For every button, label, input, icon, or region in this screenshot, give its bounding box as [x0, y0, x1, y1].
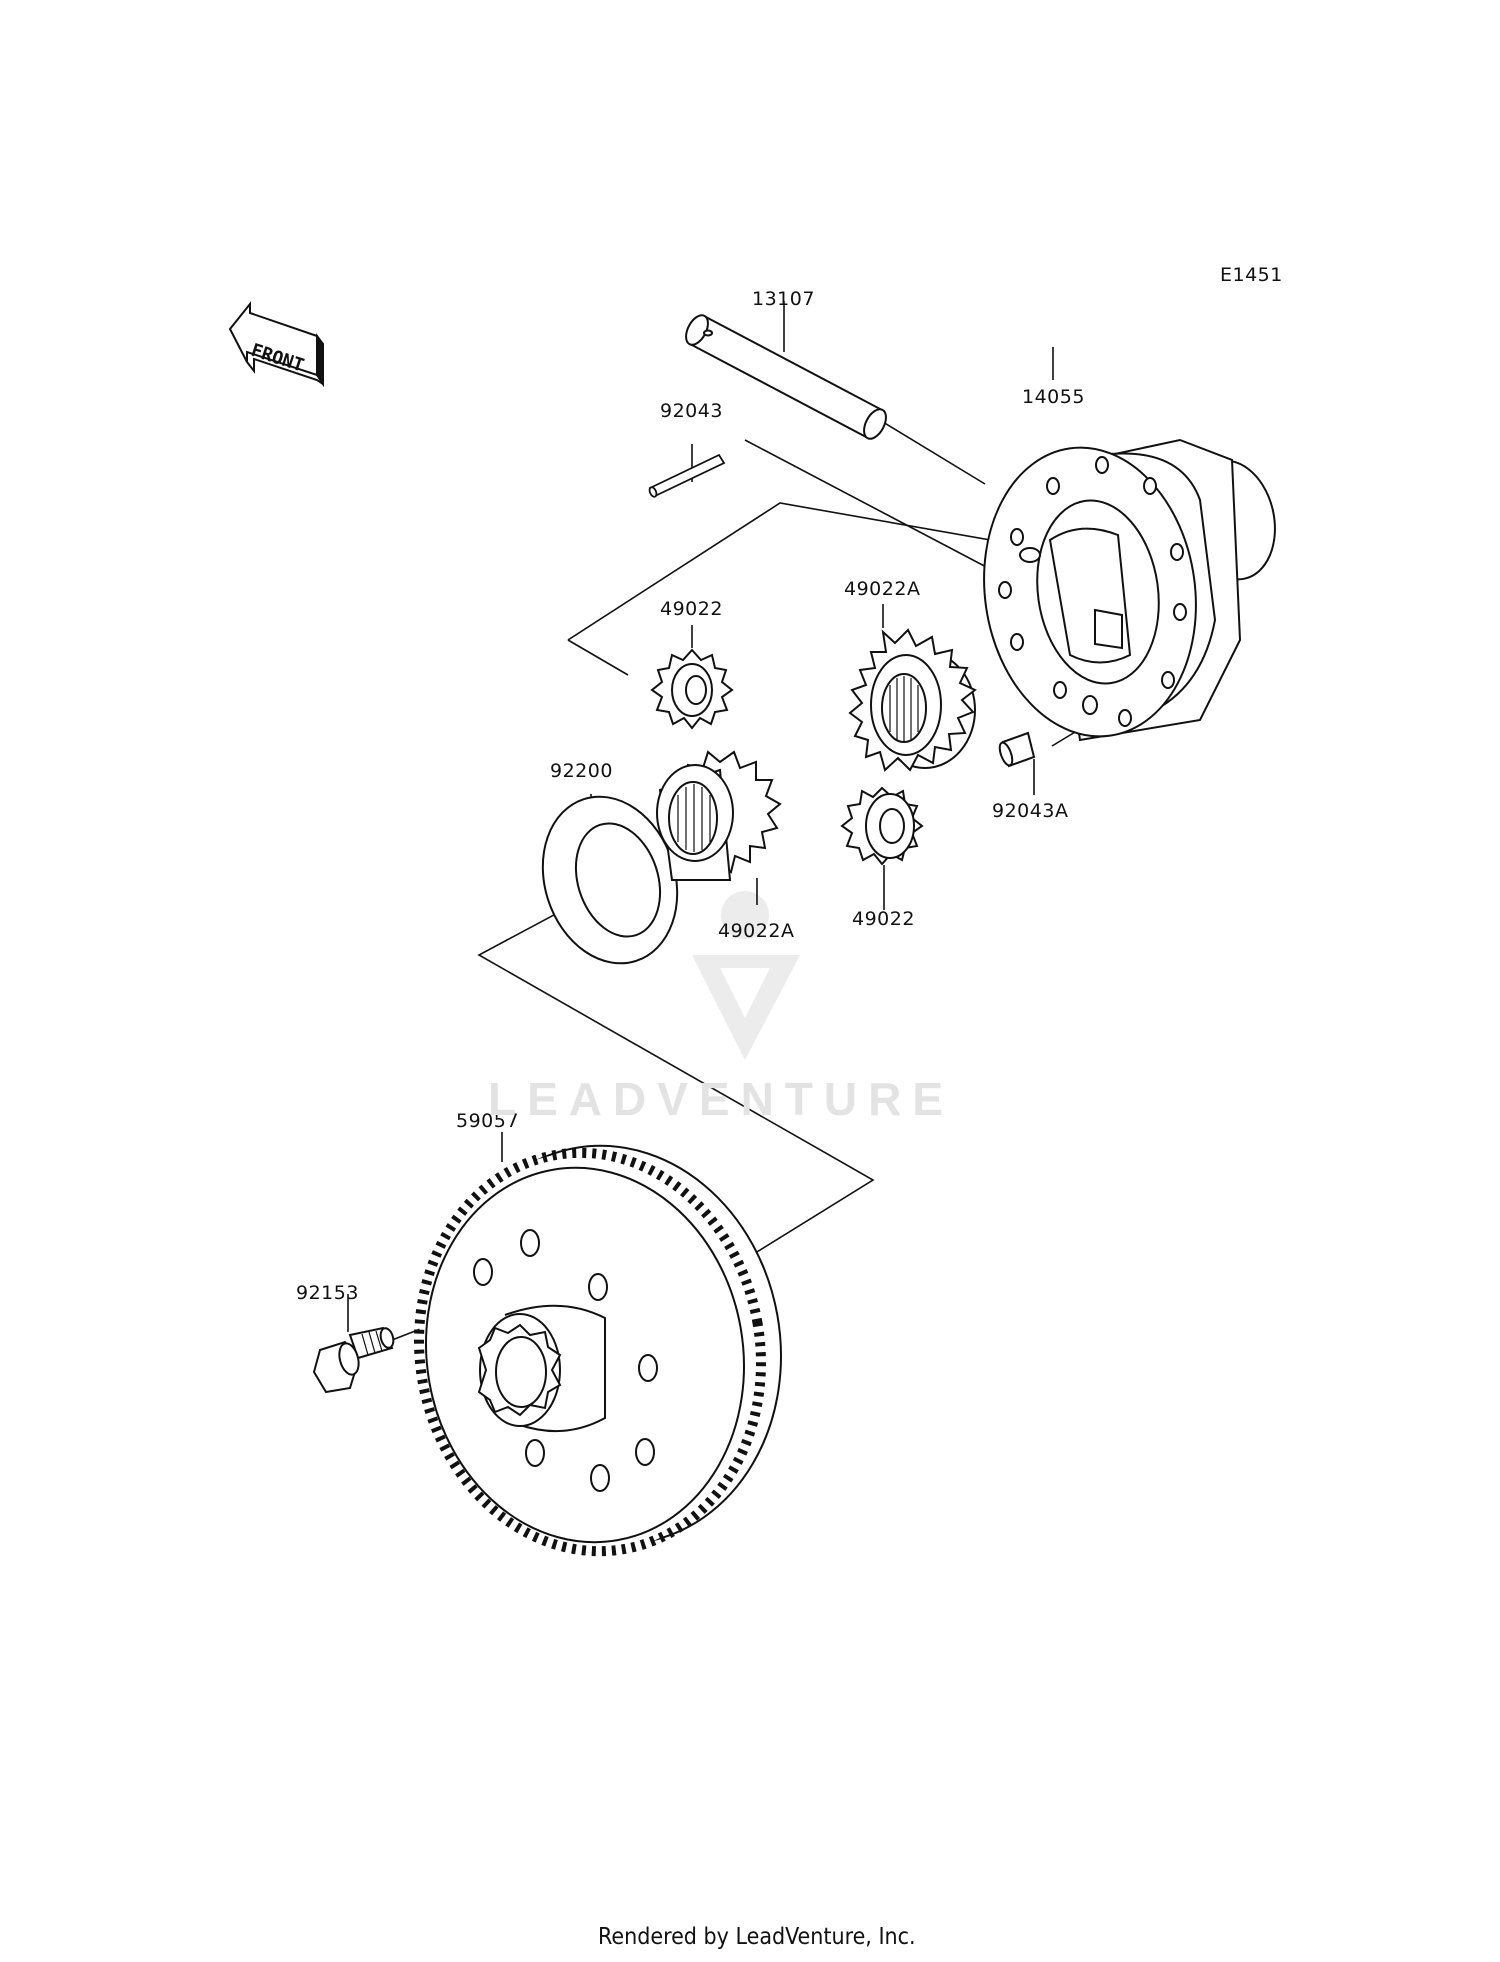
- label-92153[interactable]: 92153: [296, 1282, 359, 1304]
- washer-92200[interactable]: [522, 779, 698, 981]
- side-gear-49022a-lower[interactable]: [656, 750, 782, 881]
- label-49022-lower[interactable]: 49022: [852, 908, 915, 930]
- pinion-gear-49022-upper[interactable]: [650, 648, 734, 730]
- side-gear-49022a-upper[interactable]: [848, 628, 977, 772]
- label-59057[interactable]: 59057: [456, 1110, 519, 1132]
- differential-case-14055[interactable]: [966, 434, 1286, 750]
- pin-92043a[interactable]: [997, 731, 1036, 768]
- label-92043a[interactable]: 92043A: [992, 800, 1069, 822]
- footer-credit: Rendered by LeadVenture, Inc.: [598, 1924, 916, 1950]
- bolt-92153[interactable]: [312, 1326, 395, 1394]
- ring-gear-59057[interactable]: [388, 1119, 812, 1579]
- watermark-text: LEADVENTURE: [488, 1073, 955, 1125]
- label-92200[interactable]: 92200: [550, 760, 613, 782]
- pinion-gear-49022-lower[interactable]: [840, 786, 924, 866]
- label-13107[interactable]: 13107: [752, 288, 815, 310]
- front-arrow-icon: FRONT: [228, 301, 324, 388]
- diagram-code: E1451: [1220, 264, 1283, 286]
- pin-92043[interactable]: [648, 453, 726, 498]
- label-92043[interactable]: 92043: [660, 400, 723, 422]
- shaft-13107[interactable]: [682, 312, 891, 443]
- label-49022a-lower[interactable]: 49022A: [718, 920, 795, 942]
- watermark-logo: [692, 891, 800, 1060]
- label-49022-upper[interactable]: 49022: [660, 598, 723, 620]
- label-49022a-upper[interactable]: 49022A: [844, 578, 921, 600]
- label-14055[interactable]: 14055: [1022, 386, 1085, 408]
